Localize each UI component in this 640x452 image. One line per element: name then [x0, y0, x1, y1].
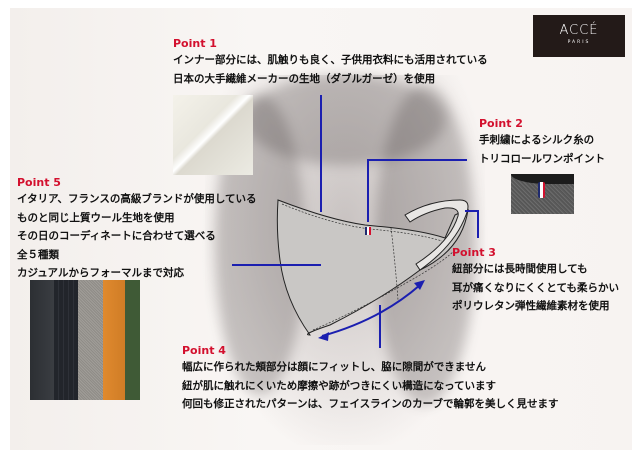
- point-5-line: イタリア、フランスの高級ブランドが使用している: [17, 193, 257, 205]
- point-2: Point 2 手刺繍によるシルク糸の トリコロールワンポイント: [479, 117, 605, 168]
- point-1: Point 1 インナー部分には、肌触りも良く、子供用衣料にも活用されている 日…: [173, 37, 488, 88]
- wool-fabrics-image: [30, 280, 141, 400]
- point-1-line: インナー部分には、肌触りも良く、子供用衣料にも活用されている: [173, 54, 488, 66]
- fabric-swatch-orange: [102, 280, 125, 400]
- point-5-line: ものと同じ上質ウール生地を使用: [17, 211, 175, 224]
- point-2-line: 手刺繍によるシルク糸の: [479, 134, 595, 146]
- point-1-line: 日本の大手繊維メーカーの生地（ダブルガーゼ）を使用: [173, 72, 436, 85]
- point-4-line: 紐が肌に触れにくいため摩擦や跡がつきにくい構造になっています: [182, 379, 497, 392]
- embroidery-image: [511, 174, 574, 214]
- fabric-swatch-green: [124, 280, 141, 400]
- point-4: Point 4 幅広に作られた頬部分は顔にフィットし、脇に隙間ができません 紐が…: [182, 344, 559, 414]
- point-3-title: Point 3: [452, 246, 496, 259]
- point-5-line: 全５種類: [17, 248, 59, 261]
- point-2-line: トリコロールワンポイント: [479, 152, 605, 165]
- brand-logo: ACCÉ PARIS: [533, 15, 625, 57]
- gauze-fabric-image: [173, 95, 253, 175]
- point-3-line: 耳が痛くなりにくくとても柔らかい: [452, 281, 619, 294]
- point-5: Point 5 イタリア、フランスの高級ブランドが使用している ものと同じ上質ウ…: [17, 176, 257, 283]
- point-4-line: 幅広に作られた頬部分は顔にフィットし、脇に隙間ができません: [182, 361, 486, 373]
- fabric-swatch-grey: [78, 280, 103, 400]
- fabric-swatch-pinstripe: [54, 280, 79, 400]
- tricolore-tag: [538, 182, 545, 198]
- brand-sub: PARIS: [567, 40, 591, 45]
- point-3: Point 3 紐部分には長時間使用しても 耳が痛くなりにくくとても柔らかい ポ…: [452, 246, 619, 316]
- brand-name: ACCÉ: [559, 23, 599, 38]
- ear-loop: [404, 199, 469, 271]
- mask-body: [276, 199, 469, 336]
- point-1-title: Point 1: [173, 37, 217, 50]
- leader-point-3: [465, 210, 479, 238]
- point-3-line: ポリウレタン弾性繊維素材を使用: [452, 300, 610, 312]
- point-2-title: Point 2: [479, 117, 523, 130]
- point-4-line: 何回も修正されたパターンは、フェイスラインのカーブで輪郭を美しく見せます: [182, 398, 559, 410]
- point-4-title: Point 4: [182, 344, 226, 357]
- curve-arrow: [321, 284, 421, 337]
- fabric-swatch-navy: [30, 280, 55, 400]
- point-3-line: 紐部分には長時間使用しても: [452, 263, 588, 275]
- point-5-line: カジュアルからフォーマルまで対応: [17, 267, 184, 279]
- point-5-line: その日のコーディネートに合わせて選べる: [17, 230, 216, 242]
- point-5-title: Point 5: [17, 176, 61, 189]
- leader-point-2: [367, 159, 467, 222]
- hair-bangs: [245, 75, 445, 165]
